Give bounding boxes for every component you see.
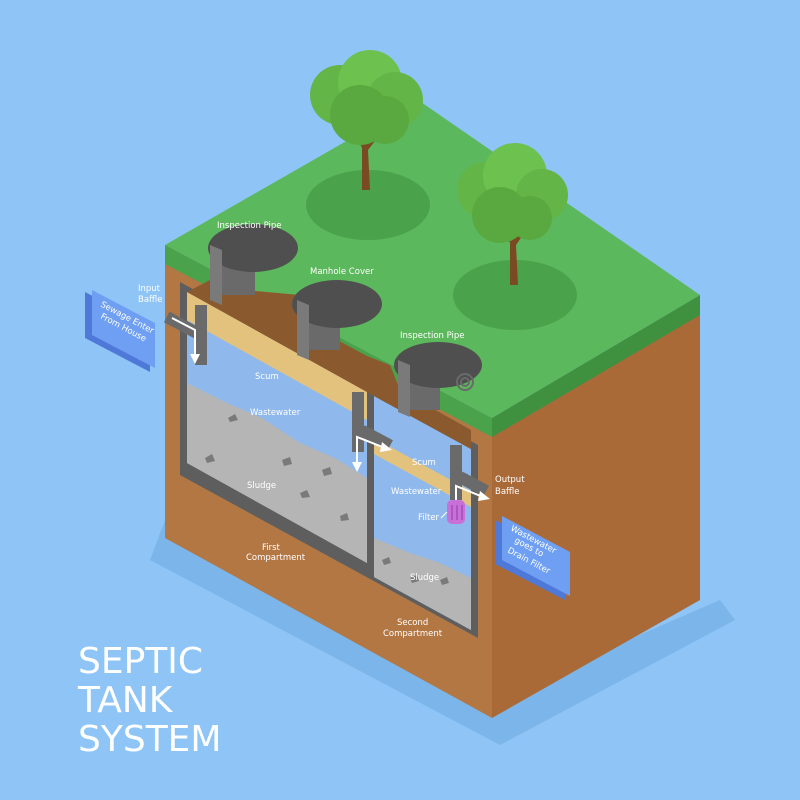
label-second-compartment-1: Second [397,618,428,628]
label-inspection-pipe-2: Inspection Pipe [400,331,465,341]
title-line-3: SYSTEM [78,719,222,760]
label-output-baffle-2: Baffle [495,487,520,497]
ground-shadow [150,520,735,745]
title-line-1: SEPTIC [78,641,203,682]
label-sludge-2: Sludge [410,573,439,583]
label-output-baffle-1: Output [495,475,525,485]
label-first-compartment-2: Compartment [246,553,306,563]
label-scum-2: Scum [412,458,436,468]
label-input-baffle-1: Input [138,284,161,294]
output-baffle-pipe [450,445,490,518]
label-inspection-pipe-1: Inspection Pipe [217,221,282,231]
inspection-pipe-2 [394,342,482,417]
grass-top [165,100,700,418]
input-baffle-pipe [163,305,207,365]
grass-side-edge [492,295,700,437]
manhole-cover [292,280,382,360]
drain-sign: Wastewater goes to Drain Filter [495,516,570,600]
filter-icon [440,500,465,524]
inspection-pipe-1 [208,224,298,305]
scum-layer-1 [187,292,367,420]
label-manhole-cover: Manhole Cover [310,267,374,277]
label-input-baffle-2: Baffle [138,295,163,305]
scum-layer-2 [374,438,471,507]
label-filter: Filter [418,513,440,523]
label-wastewater-1: Wastewater [250,408,301,418]
tree-2 [457,143,568,285]
second-compartment [374,396,471,630]
tree-shadow-2 [453,260,577,330]
label-second-compartment-2: Compartment [383,629,443,639]
tree-1 [310,50,423,190]
tree-shadow-1 [306,170,430,240]
sludge-layer-2 [374,538,471,630]
label-scum-1: Scum [255,372,279,382]
title-line-2: TANK [77,680,174,721]
sludge-layer-1 [187,383,367,563]
label-sludge-1: Sludge [247,481,276,491]
divider-wall [367,392,374,577]
label-first-compartment-1: First [262,543,281,553]
middle-baffle-pipe [352,392,393,472]
soil-side-face [492,305,700,718]
first-compartment [187,292,367,563]
label-wastewater-2: Wastewater [391,487,442,497]
